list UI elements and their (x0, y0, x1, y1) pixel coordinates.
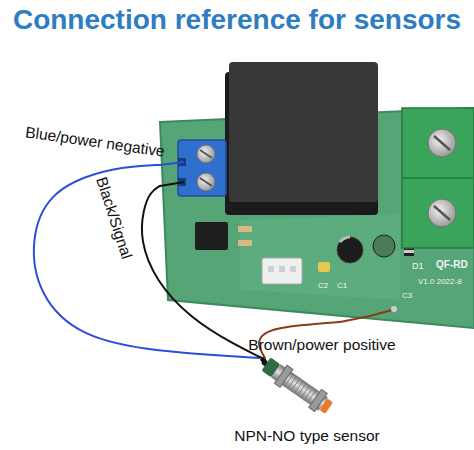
proximity-sensor: NPN-NO type sensor (222, 358, 392, 448)
silkscreen-label: V1.0 2022-8 (418, 278, 462, 286)
sensor-nut (274, 365, 292, 387)
circuit-board: D1 QF-RD V1.0 2022-8C2 C1C3 (160, 108, 474, 322)
silkscreen-label: QF-RD (436, 260, 468, 270)
connector-pin (268, 266, 274, 272)
pin-connector (262, 258, 302, 284)
sensor-body (271, 364, 328, 410)
screw-slot (200, 178, 212, 186)
proximity-sensor-drawing (256, 353, 335, 417)
terminal-screw (428, 199, 456, 227)
terminal-block (178, 140, 226, 196)
wire-stub (160, 182, 184, 186)
solder-pad (391, 306, 397, 312)
terminal-screw (197, 145, 215, 163)
resistor (238, 240, 252, 246)
terminal-divider (402, 177, 474, 179)
sensor-face (319, 398, 333, 413)
silkscreen-label: C2 (318, 282, 328, 290)
electrolytic-capacitor (373, 235, 395, 257)
ic-chip (195, 222, 228, 250)
sensor-thread (284, 374, 316, 403)
connector-pin (279, 266, 285, 272)
wire-stub (340, 310, 392, 322)
terminal-screw (197, 173, 215, 191)
silkscreen-label: C1 (337, 282, 347, 290)
screw-slot (200, 150, 212, 158)
capacitor (318, 262, 330, 272)
silkscreen-label: C3 (402, 292, 412, 300)
wire-label: Brown/power positive (222, 336, 422, 354)
wire-stub (160, 162, 184, 165)
screw-slot (434, 136, 450, 150)
terminal-screw (428, 129, 456, 157)
sensor-label: NPN-NO type sensor (222, 428, 392, 444)
connector-pin (290, 266, 296, 272)
diagram-title: Connection reference for sensors (0, 3, 474, 37)
resistor (238, 226, 252, 232)
diode-band (404, 250, 414, 253)
terminal-block (402, 108, 474, 248)
silkscreen-label: D1 (412, 262, 424, 271)
blue-wire (34, 165, 259, 358)
electrolytic-capacitor (337, 237, 363, 263)
black-wire (142, 186, 262, 358)
screw-slot (434, 206, 450, 220)
capacitor-stripe (340, 237, 350, 242)
relay-top (229, 62, 378, 202)
pcb-highlight (240, 214, 400, 300)
